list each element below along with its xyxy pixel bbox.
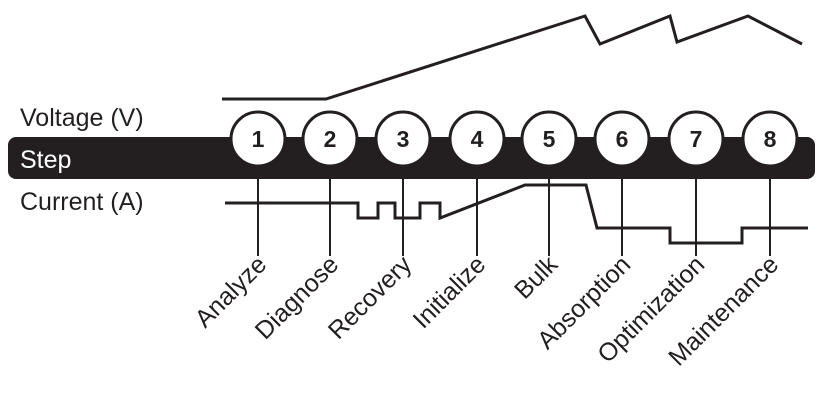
step-label: Step xyxy=(20,146,71,174)
step-number-4: 4 xyxy=(471,126,484,152)
step-marker-5: 5 xyxy=(520,110,578,168)
step-number-3: 3 xyxy=(397,126,410,152)
step-number-6: 6 xyxy=(616,126,629,152)
step-marker-4: 4 xyxy=(448,110,506,168)
step-circle-6 xyxy=(593,110,651,168)
step-number-8: 8 xyxy=(764,126,777,152)
step-number-1: 1 xyxy=(252,126,265,152)
step-circle-7 xyxy=(667,110,725,168)
step-circle-3 xyxy=(374,110,432,168)
step-circle-4 xyxy=(448,110,506,168)
step-circle-2 xyxy=(301,110,359,168)
voltage-curve xyxy=(222,13,803,101)
step-marker-2: 2 xyxy=(301,110,359,168)
step-number-5: 5 xyxy=(543,126,556,152)
step-marker-8: 8 xyxy=(741,110,799,168)
step-circle-5 xyxy=(520,110,578,168)
current-label: Current (A) xyxy=(20,188,144,216)
stage-names: Analyze Diagnose Recovery Initialize Bul… xyxy=(190,250,785,371)
step-marker-3: 3 xyxy=(374,110,432,168)
stage-name-4: Initialize xyxy=(408,250,492,334)
voltage-label: Voltage (V) xyxy=(20,104,144,132)
step-number-2: 2 xyxy=(324,126,337,152)
step-number-7: 7 xyxy=(690,126,703,152)
step-markers: 1 2 3 4 5 6 7 8 xyxy=(229,110,799,168)
step-circle-1 xyxy=(229,110,287,168)
step-circle-8 xyxy=(741,110,799,168)
current-curve xyxy=(225,183,808,245)
leader-lines xyxy=(257,158,771,256)
stage-name-5: Bulk xyxy=(509,250,564,305)
step-marker-7: 7 xyxy=(667,110,725,168)
step-marker-6: 6 xyxy=(593,110,651,168)
step-marker-1: 1 xyxy=(229,110,287,168)
